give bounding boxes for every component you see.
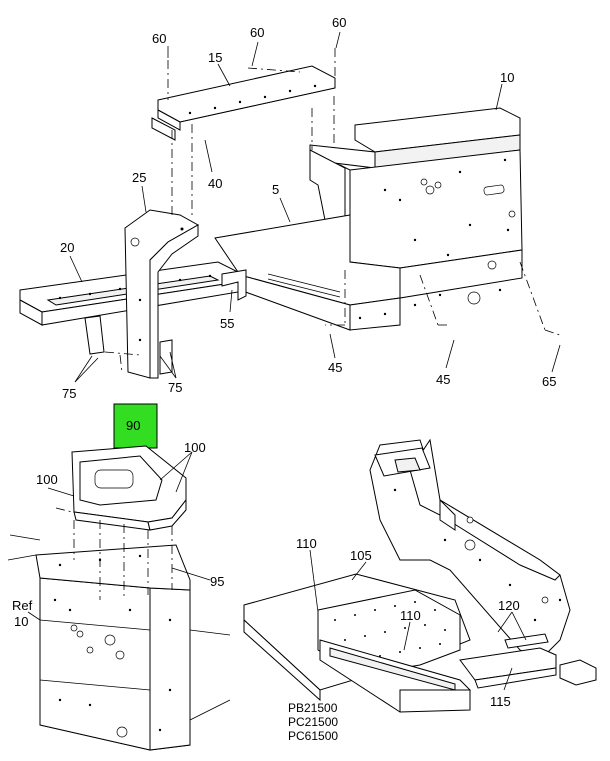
- part-75-brackets: [84, 315, 173, 375]
- part-5-floor-pan: [214, 214, 401, 331]
- leader-lines-bottom-right: [309, 549, 527, 691]
- part-115-part-120: [459, 633, 557, 689]
- callout-45-right: 45: [436, 372, 450, 387]
- leader-lines-bottom-left: [27, 451, 211, 621]
- callout-120: 120: [498, 598, 520, 613]
- callout-75-left: 75: [62, 386, 76, 401]
- floor-channel: [319, 639, 471, 713]
- bottom-left-assembly: 90: [7, 403, 231, 751]
- top-assembly: 60 60 60 15 10 40 25 5 20 55 45 45 65 75…: [19, 15, 561, 401]
- callout-75-right: 75: [168, 380, 182, 395]
- callout-40: 40: [208, 176, 222, 191]
- callout-105: 105: [350, 548, 372, 563]
- callout-10-ref: 10: [14, 614, 28, 629]
- callout-45-left: 45: [328, 360, 342, 375]
- callout-60-middle: 60: [250, 25, 264, 40]
- part-25-post: [124, 209, 200, 379]
- cab-frame: [369, 438, 597, 686]
- bottom-right-assembly: 110 105 110 120 115: [243, 438, 597, 713]
- callout-95: 95: [210, 574, 224, 589]
- callout-25: 25: [132, 170, 146, 185]
- callout-90[interactable]: 90: [126, 418, 140, 433]
- callout-60-left: 60: [152, 31, 166, 46]
- callout-65: 65: [542, 374, 556, 389]
- reference-code-3: PC61500: [288, 729, 338, 743]
- callout-15: 15: [208, 50, 222, 65]
- part-90-panel: [71, 445, 187, 531]
- part-10-lower-structure: [7, 534, 231, 751]
- callout-5: 5: [272, 182, 279, 197]
- callout-110-right: 110: [400, 608, 421, 623]
- part-55-bracket: [221, 269, 247, 301]
- callout-60-right: 60: [332, 15, 346, 30]
- callout-100-left: 100: [36, 472, 58, 487]
- reference-code-1: PB21500: [288, 701, 338, 715]
- assembly-lines-bottom-left: [55, 507, 173, 600]
- reference-codes: PB21500 PC21500 PC61500: [288, 701, 338, 743]
- callout-10: 10: [500, 70, 514, 85]
- callout-20: 20: [60, 240, 74, 255]
- part-15-rail: [151, 65, 336, 141]
- reference-code-2: PC21500: [288, 715, 338, 729]
- callout-ref: Ref: [12, 598, 33, 613]
- assembly-lines-top: [104, 48, 561, 373]
- leader-lines-top: [69, 31, 561, 383]
- callout-115: 115: [490, 694, 511, 709]
- callout-110-left: 110: [296, 536, 317, 551]
- callout-55: 55: [220, 316, 234, 331]
- callout-100-right: 100: [184, 440, 206, 455]
